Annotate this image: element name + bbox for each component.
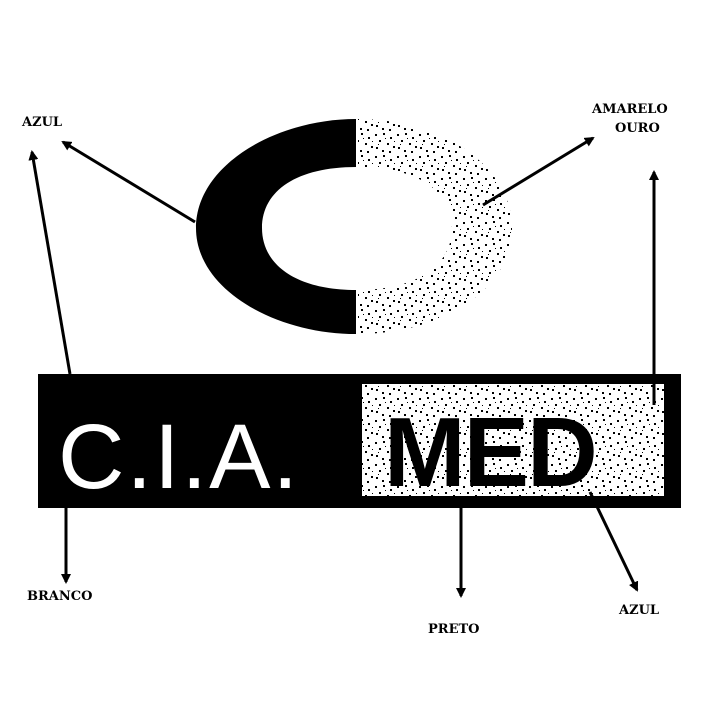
arrow-amarelo-emblem (482, 136, 595, 207)
label-azul-top-left: AZUL (21, 115, 62, 130)
label-ouro: OURO (615, 121, 660, 136)
label-preto: PRETO (428, 622, 480, 637)
arrow-azul-emblem (61, 140, 196, 224)
arrow-azul-bar (28, 150, 72, 375)
label-branco: BRANCO (27, 589, 92, 604)
arrow-azul-med (588, 491, 639, 592)
label-azul-bottom-right: AZUL (618, 603, 659, 618)
logo-text-med: MED (384, 397, 596, 507)
logo-text-cia: C.I.A. (58, 406, 300, 508)
emblem-left-half (196, 119, 356, 334)
label-amarelo: AMARELO (591, 102, 668, 117)
emblem-right-half (358, 119, 512, 334)
